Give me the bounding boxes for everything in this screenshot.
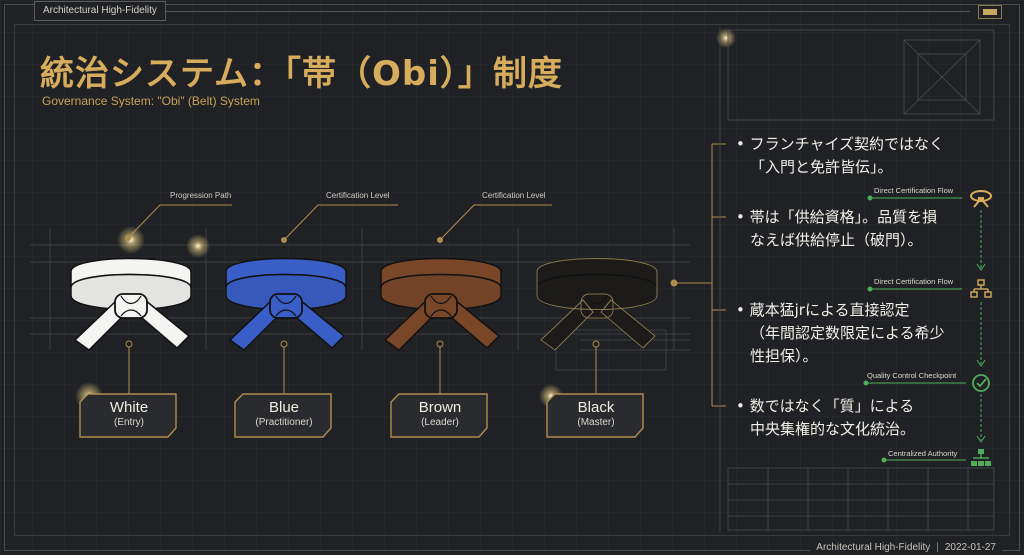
bullet-2: • 帯は「供給資格」。品質を損 なえば供給停止（破門）。 xyxy=(736,206,937,252)
belt-role: (Master) xyxy=(577,417,615,428)
hierarchy-icon xyxy=(970,279,992,298)
footer-date: 2022-01-27 xyxy=(944,542,996,553)
top-rule xyxy=(160,11,970,12)
caption-certification-level: Certification Level xyxy=(326,191,390,200)
bullet-line: • 蔵本猛jrによる直接認定 xyxy=(736,301,910,319)
footer-brand: Architectural High-Fidelity xyxy=(816,542,931,553)
flow-label-direct-certification: Direct Certification Flow xyxy=(874,186,954,195)
glow-spark xyxy=(117,226,145,254)
belt-label-boxes xyxy=(79,393,644,438)
bullet-line: 性担保）。 xyxy=(750,347,818,365)
bullet-3: • 蔵本猛jrによる直接認定 （年間認定数限定による希少 性担保）。 xyxy=(736,299,945,368)
belt-label-black: Black (Master) xyxy=(547,394,645,440)
org-chart-icon xyxy=(971,449,991,466)
belt-blue xyxy=(225,257,347,351)
belt-name: Blue xyxy=(268,399,300,416)
belt-white xyxy=(70,257,192,351)
footer: Architectural High-Fidelity | 2022-01-27 xyxy=(810,541,1002,555)
bullet-line: なえば供給停止（破門）。 xyxy=(750,231,923,249)
caption-leaders xyxy=(125,204,552,243)
glow-spark xyxy=(716,28,736,48)
belt-icon xyxy=(970,190,992,208)
belt-black xyxy=(536,257,658,351)
top-badge xyxy=(978,5,1002,19)
flow-label-centralized-authority: Centralized Authority xyxy=(888,449,958,458)
belt-brown xyxy=(380,257,502,351)
bullet-line: • フランチャイズ契約ではなく xyxy=(736,135,945,153)
bullet-1: • フランチャイズ契約ではなく 「入門と免許皆伝」。 xyxy=(736,133,944,179)
glow-spark xyxy=(186,234,210,258)
belt-black-outline xyxy=(536,258,658,351)
belt-name: White xyxy=(109,399,149,416)
belt-name: Black xyxy=(577,399,615,416)
bullet-line: 中央集権的な文化統治。 xyxy=(750,420,916,438)
flow-lines xyxy=(863,195,986,463)
bullet-line: • 帯は「供給資格」。品質を損 xyxy=(736,208,938,226)
belt-label-blue: Blue (Practitioner) xyxy=(235,394,333,440)
outer-frame xyxy=(4,4,1020,551)
belt-connectors xyxy=(125,340,600,394)
belt-role: (Entry) xyxy=(114,417,144,428)
caption-certification-level: Certification Level xyxy=(482,191,546,200)
page-title: 統治システム：「帯（Obi）」制度 xyxy=(40,54,563,94)
bullet-line: 「入門と免許皆伝」。 xyxy=(750,158,893,176)
inner-frame xyxy=(14,24,1010,536)
bullet-4: • 数ではなく「質」による 中央集権的な文化統治。 xyxy=(736,395,915,441)
belt-name: Brown xyxy=(418,399,462,416)
flow-label-direct-certification: Direct Certification Flow xyxy=(874,277,954,286)
top-label: Architectural High-Fidelity xyxy=(34,1,166,21)
bullet-line: • 数ではなく「質」による xyxy=(736,397,915,415)
caption-progression-path: Progression Path xyxy=(170,191,232,200)
belt-label-white: White (Entry) xyxy=(80,394,178,440)
belt-role: (Leader) xyxy=(421,417,459,428)
page-subtitle: Governance System: "Obi" (Belt) System xyxy=(42,94,260,108)
panel-decor xyxy=(719,28,995,532)
panel-bracket xyxy=(670,143,726,407)
footer-separator: | xyxy=(936,542,939,553)
bullet-line: （年間認定数限定による希少 xyxy=(750,324,945,342)
check-circle-icon xyxy=(972,374,990,392)
belt-label-brown: Brown (Leader) xyxy=(391,394,489,440)
flow-label-quality-control: Quality Control Checkpoint xyxy=(867,371,957,380)
belt-role: (Practitioner) xyxy=(255,417,313,428)
